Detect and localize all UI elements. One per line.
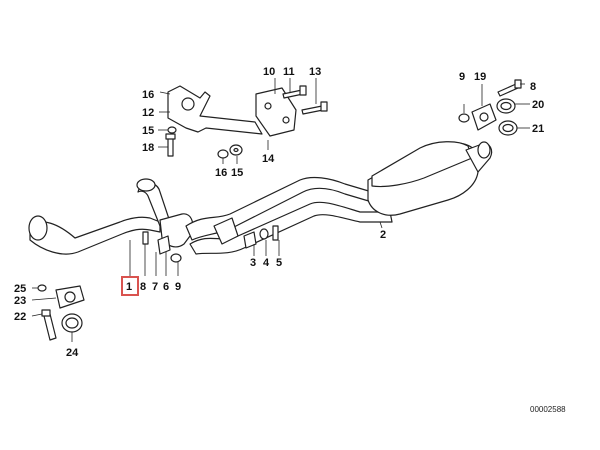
callout-14[interactable]: 14: [262, 153, 275, 165]
callout-20[interactable]: 20: [532, 99, 544, 111]
nut-25[interactable]: [37, 284, 47, 292]
mounting-plate[interactable]: [255, 87, 297, 137]
callout-13[interactable]: 13: [309, 66, 321, 78]
spring-6-7[interactable]: [157, 235, 171, 255]
callout-22[interactable]: 22: [14, 311, 26, 323]
callout-23[interactable]: 23: [14, 295, 26, 307]
flange-plate-23[interactable]: [55, 285, 85, 309]
washer-15-upper[interactable]: [167, 126, 177, 134]
bolt-5[interactable]: [272, 225, 279, 241]
callout-15-lower[interactable]: 15: [231, 167, 243, 179]
gasket-19[interactable]: [471, 103, 497, 131]
washer-15-lower[interactable]: [229, 144, 243, 156]
callout-2[interactable]: 2: [380, 229, 386, 241]
callout-12[interactable]: 12: [142, 107, 154, 119]
ring-21[interactable]: [498, 120, 518, 136]
front-pipe[interactable]: [28, 176, 393, 255]
clamp-3[interactable]: [243, 231, 257, 249]
bolt-8-upper[interactable]: [497, 79, 522, 97]
leader-lines: [31, 78, 530, 342]
callout-1[interactable]: 1: [126, 281, 132, 293]
bolt-8-lower[interactable]: [142, 231, 149, 245]
callout-24[interactable]: 24: [66, 347, 79, 359]
callout-10[interactable]: 10: [263, 66, 275, 78]
bolt-11[interactable]: [282, 85, 307, 99]
callout-7[interactable]: 7: [152, 281, 158, 293]
callout-17[interactable]: 16: [142, 89, 154, 101]
bolt-13[interactable]: [301, 101, 328, 115]
bolt-22[interactable]: [41, 309, 57, 341]
callout-6[interactable]: 6: [163, 281, 169, 293]
callout-9-upper[interactable]: 9: [459, 71, 465, 83]
diagram-reference-code: 00002588: [530, 405, 566, 414]
catalytic-converter[interactable]: [367, 141, 493, 216]
callout-11[interactable]: 11: [283, 66, 295, 78]
callout-25[interactable]: 25: [14, 283, 26, 295]
gasket-24[interactable]: [61, 313, 83, 333]
callout-9-lower[interactable]: 9: [175, 281, 181, 293]
nut-4[interactable]: [259, 228, 269, 240]
callout-16[interactable]: 16: [215, 167, 227, 179]
callout-15-upper[interactable]: 15: [142, 125, 154, 137]
callout-8-upper[interactable]: 8: [530, 81, 536, 93]
hanger-bracket[interactable]: [167, 85, 263, 135]
nut-9-upper[interactable]: [458, 104, 470, 123]
callout-4[interactable]: 4: [263, 257, 270, 269]
callout-3[interactable]: 3: [250, 257, 256, 269]
ring-20[interactable]: [496, 98, 516, 114]
callout-18[interactable]: 18: [142, 142, 154, 154]
callout-labels: 16 12 15 18 10 11 13 14 16 15 9 19 8 20 …: [14, 66, 544, 359]
callout-8-lower[interactable]: 8: [140, 281, 146, 293]
nut-9-lower[interactable]: [170, 253, 182, 263]
highlight-box: [121, 276, 139, 296]
nut-16[interactable]: [217, 149, 229, 159]
callout-5[interactable]: 5: [276, 257, 282, 269]
callout-21[interactable]: 21: [532, 123, 544, 135]
bolt-18[interactable]: [165, 133, 176, 157]
callout-19[interactable]: 19: [474, 71, 486, 83]
